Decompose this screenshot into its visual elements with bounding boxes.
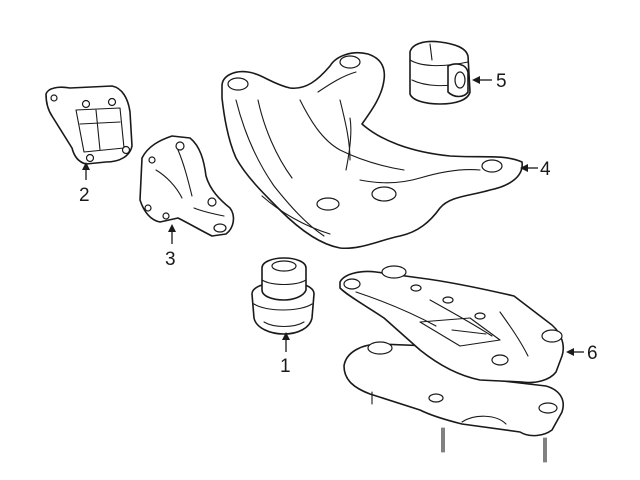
callout-4: 4 — [520, 159, 551, 180]
callout-label-1: 1 — [280, 356, 291, 377]
callout-5: 5 — [472, 71, 507, 92]
callout-1: 1 — [280, 332, 291, 377]
callout-label-6: 6 — [587, 343, 598, 364]
engine-bracket-right-part — [139, 135, 235, 237]
callout-label-4: 4 — [540, 159, 551, 180]
callout-label-5: 5 — [496, 71, 507, 92]
callout-label-2: 2 — [79, 185, 90, 206]
callout-label-3: 3 — [165, 249, 176, 270]
crossmember-part — [221, 51, 523, 250]
transmission-mount-bushing-part — [409, 40, 471, 105]
transmission-support-part — [339, 265, 564, 463]
callout-3: 3 — [165, 224, 176, 270]
callout-6: 6 — [566, 343, 598, 364]
callout-2: 2 — [79, 162, 90, 206]
engine-mount-part — [251, 257, 315, 335]
engine-bracket-left-part — [45, 85, 133, 165]
